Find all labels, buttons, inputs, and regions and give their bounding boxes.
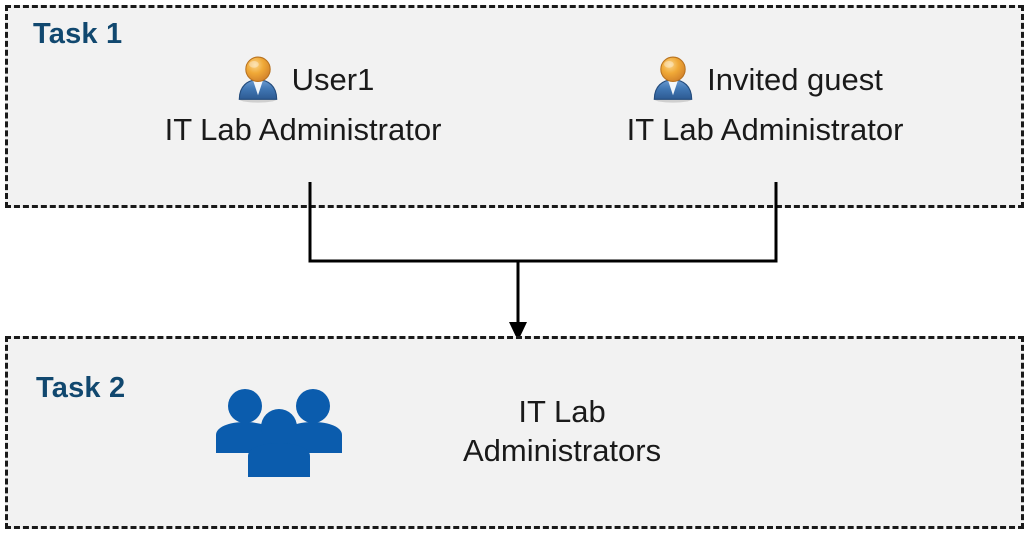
user-icon bbox=[238, 56, 277, 103]
task-1-box bbox=[5, 5, 1024, 208]
task-2-label: Task 2 bbox=[36, 372, 126, 404]
task-1-label: Task 1 bbox=[33, 18, 123, 50]
member-name: Invited guest bbox=[707, 61, 883, 97]
member-role: IT Lab Administrator bbox=[626, 112, 904, 147]
task-1-member-user1: User1 IT Lab Administrator bbox=[118, 52, 488, 145]
task-1-member-invited-guest: Invited guest IT Lab Administrator bbox=[580, 52, 950, 145]
group-name: IT Lab Administrators bbox=[463, 394, 662, 468]
member-name: User1 bbox=[291, 61, 375, 97]
task-2-box bbox=[5, 336, 1024, 529]
member-role: IT Lab Administrator bbox=[164, 112, 442, 147]
member-header-row: Invited guest bbox=[580, 52, 950, 106]
member-header-row: User1 bbox=[118, 52, 488, 106]
user-icon bbox=[653, 56, 693, 103]
task-2-group-row: IT Lab Administrators bbox=[205, 383, 765, 481]
group-icon bbox=[216, 389, 342, 477]
